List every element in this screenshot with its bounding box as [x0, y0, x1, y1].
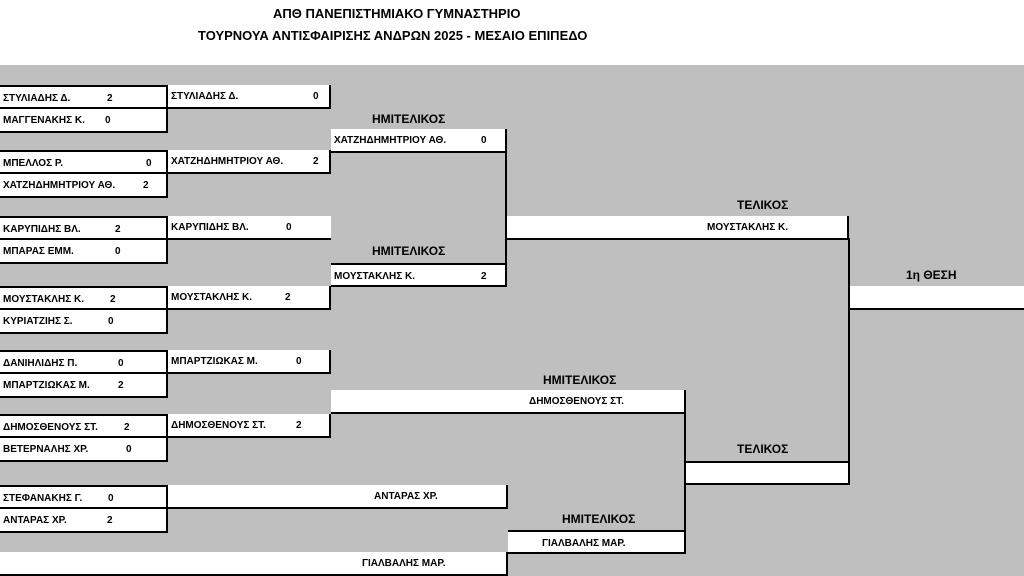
r1-player-7: ΜΟΥΣΤΑΚΛΗΣ Κ. 2 [0, 286, 168, 310]
header-title: ΑΠΘ ΠΑΝΕΠΙΣΤΗΜΙΑΚΟ ΓΥΜΝΑΣΤΗΡΙΟ [273, 6, 521, 21]
player-name: ΔΗΜΟΣΘΕΝΟΥΣ ΣΤ. [171, 420, 266, 431]
connector-final-top [848, 238, 850, 310]
final-player-2 [686, 461, 850, 485]
player-score: 0 [146, 158, 152, 169]
r1-player-12: ΒΕΤΕΡΝΑΛΗΣ ΧΡ. 0 [0, 438, 168, 462]
player-name: ΚΑΡΥΠΙΔΗΣ ΒΛ. [171, 222, 249, 233]
winner-label: 1η ΘΕΣΗ [906, 268, 957, 282]
player-score: 0 [286, 222, 292, 233]
header-subtitle: ΤΟΥΡΝΟΥΑ ΑΝΤΙΣΦΑΙΡΙΣΗΣ ΑΝΔΡΩΝ 2025 - ΜΕΣ… [198, 28, 588, 43]
player-score: 2 [107, 93, 113, 104]
player-score: 0 [105, 115, 111, 126]
connector-final-bottom [848, 308, 850, 484]
player-score: 0 [313, 91, 319, 102]
player-score: 0 [126, 444, 132, 455]
r1-player-10: ΜΠΑΡΤΖΙΩΚΑΣ Μ. 2 [0, 374, 168, 398]
player-name: ΜΠΕΛΛΟΣ Ρ. [3, 158, 64, 169]
player-name: ΧΑΤΖΗΔΗΜΗΤΡΙΟΥ ΑΘ. [334, 135, 447, 146]
player-score: 0 [118, 358, 124, 369]
semifinal-label-3: ΗΜΙΤΕΛΙΚΟΣ [543, 373, 617, 387]
r1-player-8: ΚΥΡΙΑΤΖΙΗΣ Σ. 0 [0, 310, 168, 334]
semifinal-label-4: ΗΜΙΤΕΛΙΚΟΣ [562, 512, 636, 526]
r2-player-2: ΧΑΤΖΗΔΗΜΗΤΡΙΟΥ ΑΘ. 2 [168, 150, 331, 174]
player-name: ΓΙΑΛΒΑΛΗΣ ΜΑΡ. [362, 558, 446, 569]
player-score: 2 [296, 420, 302, 431]
player-name: ΚΥΡΙΑΤΖΙΗΣ Σ. [3, 316, 73, 327]
player-name: ΣΤΥΛΙΑΔΗΣ Δ. [171, 91, 239, 102]
r1-player-4: ΧΑΤΖΗΔΗΜΗΤΡΙΟΥ ΑΘ. 2 [0, 174, 168, 198]
final-label-1: ΤΕΛΙΚΟΣ [737, 198, 789, 212]
final-label-2: ΤΕΛΙΚΟΣ [737, 442, 789, 456]
r2-player-7: ΑΝΤΑΡΑΣ ΧΡ. [168, 485, 508, 509]
player-name: ΜΟΥΣΤΑΚΛΗΣ Κ. [3, 294, 84, 305]
r2-player-1: ΣΤΥΛΙΑΔΗΣ Δ. 0 [168, 85, 331, 109]
r2-player-3: ΚΑΡΥΠΙΔΗΣ ΒΛ. 0 [168, 216, 331, 240]
player-name: ΜΑΓΓΕΝΑΚΗΣ Κ. [3, 115, 85, 126]
semifinal-player-3: ΔΗΜΟΣΘΕΝΟΥΣ ΣΤ. [331, 390, 686, 414]
r1-player-1: ΣΤΥΛΙΑΔΗΣ Δ. 2 [0, 85, 168, 109]
player-name: ΓΙΑΛΒΑΛΗΣ ΜΑΡ. [542, 538, 626, 549]
r1-player-3: ΜΠΕΛΛΟΣ Ρ. 0 [0, 150, 168, 174]
final-player-1: ΜΟΥΣΤΑΚΛΗΣ Κ. [507, 216, 849, 240]
r1-player-2: ΜΑΓΓΕΝΑΚΗΣ Κ. 0 [0, 109, 168, 133]
player-score: 2 [118, 380, 124, 391]
player-score: 2 [110, 294, 116, 305]
connector-sf2 [684, 412, 686, 532]
r1-player-14: ΑΝΤΑΡΑΣ ΧΡ. 2 [0, 509, 168, 533]
semifinal-label-2: ΗΜΙΤΕΛΙΚΟΣ [372, 244, 446, 258]
player-name: ΜΟΥΣΤΑΚΛΗΣ Κ. [171, 292, 252, 303]
player-name: ΜΟΥΣΤΑΚΛΗΣ Κ. [707, 222, 788, 233]
player-name: ΣΤΕΦΑΝΑΚΗΣ Γ. [3, 493, 83, 504]
player-name: ΜΠΑΡΤΖΙΩΚΑΣ Μ. [3, 380, 90, 391]
winner-slot [849, 286, 1024, 310]
player-name: ΜΟΥΣΤΑΚΛΗΣ Κ. [334, 271, 415, 282]
player-name: ΒΕΤΕΡΝΑΛΗΣ ΧΡ. [3, 444, 89, 455]
r2-player-4: ΜΟΥΣΤΑΚΛΗΣ Κ. 2 [168, 286, 331, 310]
player-score: 0 [481, 135, 487, 146]
player-score: 2 [313, 156, 319, 167]
player-name: ΣΤΥΛΙΑΔΗΣ Δ. [3, 93, 71, 104]
player-score: 0 [108, 493, 114, 504]
semifinal-player-2: ΜΟΥΣΤΑΚΛΗΣ Κ. 2 [331, 263, 507, 287]
r1-player-5: ΚΑΡΥΠΙΔΗΣ ΒΛ. 2 [0, 216, 168, 240]
player-name: ΑΝΤΑΡΑΣ ΧΡ. [374, 491, 438, 502]
player-score: 2 [481, 271, 487, 282]
player-name: ΧΑΤΖΗΔΗΜΗΤΡΙΟΥ ΑΘ. [171, 156, 284, 167]
player-score: 2 [107, 515, 113, 526]
connector-sf1 [505, 152, 507, 264]
player-name: ΚΑΡΥΠΙΔΗΣ ΒΛ. [3, 224, 81, 235]
r2-player-6: ΔΗΜΟΣΘΕΝΟΥΣ ΣΤ. 2 [168, 414, 331, 438]
player-score: 0 [115, 246, 121, 257]
r1-player-13: ΣΤΕΦΑΝΑΚΗΣ Γ. 0 [0, 485, 168, 509]
player-name: ΧΑΤΖΗΔΗΜΗΤΡΙΟΥ ΑΘ. [3, 180, 116, 191]
player-name: ΔΑΝΙΗΛΙΔΗΣ Π. [3, 358, 78, 369]
player-score: 2 [124, 422, 130, 433]
player-name: ΜΠΑΡΤΖΙΩΚΑΣ Μ. [171, 356, 258, 367]
player-score: 0 [296, 356, 302, 367]
semifinal-label-1: ΗΜΙΤΕΛΙΚΟΣ [372, 112, 446, 126]
r2-player-8: ΓΙΑΛΒΑΛΗΣ ΜΑΡ. [0, 552, 508, 576]
r1-player-9: ΔΑΝΙΗΛΙΔΗΣ Π. 0 [0, 350, 168, 374]
player-score: 0 [108, 316, 114, 327]
semifinal-player-4: ΓΙΑΛΒΑΛΗΣ ΜΑΡ. [508, 530, 686, 554]
player-score: 2 [143, 180, 149, 191]
player-name: ΔΗΜΟΣΘΕΝΟΥΣ ΣΤ. [3, 422, 98, 433]
player-name: ΔΗΜΟΣΘΕΝΟΥΣ ΣΤ. [529, 396, 624, 407]
r1-player-6: ΜΠΑΡΑΣ ΕΜΜ. 0 [0, 240, 168, 264]
r1-player-11: ΔΗΜΟΣΘΕΝΟΥΣ ΣΤ. 2 [0, 414, 168, 438]
player-name: ΑΝΤΑΡΑΣ ΧΡ. [3, 515, 67, 526]
player-score: 2 [285, 292, 291, 303]
player-name: ΜΠΑΡΑΣ ΕΜΜ. [3, 246, 74, 257]
semifinal-player-1: ΧΑΤΖΗΔΗΜΗΤΡΙΟΥ ΑΘ. 0 [331, 129, 507, 153]
player-score: 2 [115, 224, 121, 235]
r2-player-5: ΜΠΑΡΤΖΙΩΚΑΣ Μ. 0 [168, 350, 331, 374]
